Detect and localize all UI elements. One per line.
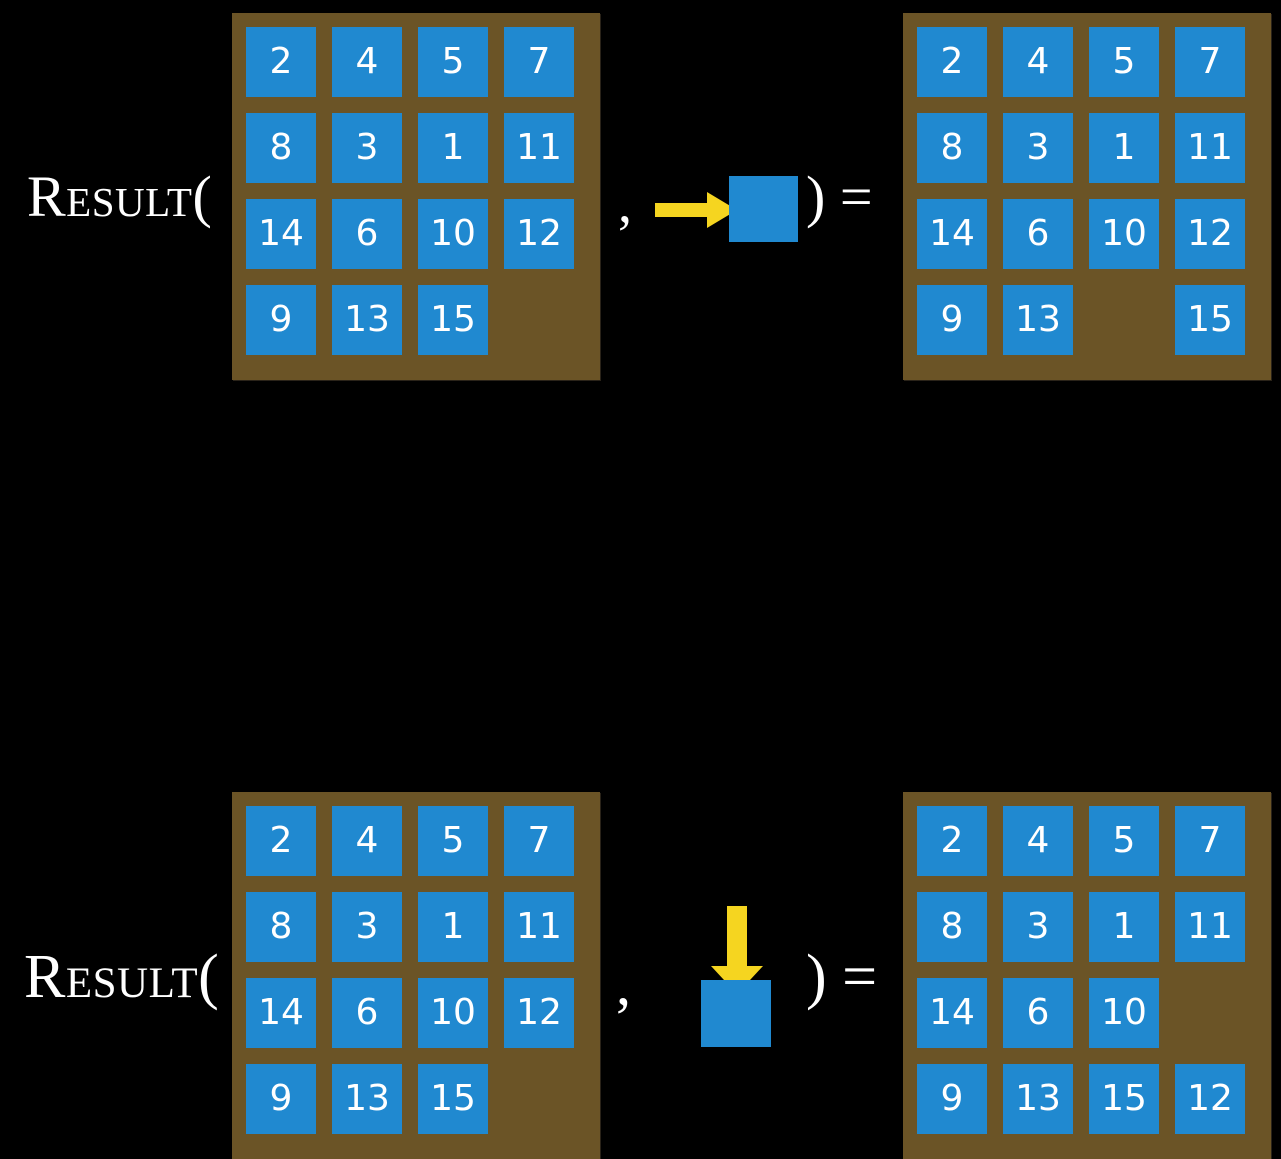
puzzle-tile: 10 bbox=[418, 978, 488, 1048]
result-function-label: Result( bbox=[24, 943, 220, 1011]
puzzle-tile: 10 bbox=[1089, 978, 1159, 1048]
puzzle-tile: 9 bbox=[917, 285, 987, 355]
arrow-right-icon bbox=[655, 192, 737, 228]
puzzle-tile: 12 bbox=[1175, 199, 1245, 269]
puzzle-tile: 9 bbox=[246, 285, 316, 355]
puzzle-tile: 1 bbox=[418, 113, 488, 183]
puzzle-tile: 8 bbox=[917, 892, 987, 962]
puzzle-tile: 7 bbox=[504, 27, 574, 97]
puzzle-tile: 1 bbox=[1089, 113, 1159, 183]
puzzle-tile: 8 bbox=[246, 113, 316, 183]
puzzle-tile: 4 bbox=[332, 27, 402, 97]
puzzle-tile: 14 bbox=[246, 199, 316, 269]
puzzle-tile: 2 bbox=[246, 27, 316, 97]
puzzle-tile: 15 bbox=[418, 285, 488, 355]
puzzle-tile: 5 bbox=[1089, 27, 1159, 97]
puzzle-tile: 4 bbox=[332, 806, 402, 876]
puzzle-tile: 13 bbox=[1003, 1064, 1073, 1134]
puzzle-tile: 12 bbox=[1175, 1064, 1245, 1134]
puzzle-tile: 2 bbox=[917, 806, 987, 876]
puzzle-tile: 1 bbox=[418, 892, 488, 962]
puzzle-tile: 13 bbox=[332, 1064, 402, 1134]
puzzle-tile: 14 bbox=[246, 978, 316, 1048]
argument-separator-comma: , bbox=[616, 951, 631, 1017]
puzzle-tile: 11 bbox=[504, 113, 574, 183]
puzzle-tile: 12 bbox=[504, 199, 574, 269]
puzzle-tile: 11 bbox=[504, 892, 574, 962]
puzzle-tile: 9 bbox=[917, 1064, 987, 1134]
puzzle-tile: 15 bbox=[418, 1064, 488, 1134]
puzzle-tile: 6 bbox=[332, 199, 402, 269]
close-paren-equals: ) = bbox=[806, 943, 878, 1011]
puzzle-tile: 8 bbox=[246, 892, 316, 962]
puzzle-tile: 10 bbox=[1089, 199, 1159, 269]
puzzle-tile: 11 bbox=[1175, 113, 1245, 183]
puzzle-tile: 9 bbox=[246, 1064, 316, 1134]
argument-separator-comma: , bbox=[618, 173, 632, 235]
puzzle-tile: 2 bbox=[246, 806, 316, 876]
puzzle-tile: 4 bbox=[1003, 27, 1073, 97]
puzzle-tile: 5 bbox=[418, 27, 488, 97]
puzzle-tile: 3 bbox=[332, 892, 402, 962]
puzzle-tile: 14 bbox=[917, 199, 987, 269]
puzzle-tile: 3 bbox=[1003, 113, 1073, 183]
puzzle-tile: 3 bbox=[1003, 892, 1073, 962]
puzzle-tile: 10 bbox=[418, 199, 488, 269]
puzzle-tile: 13 bbox=[1003, 285, 1073, 355]
close-paren-equals: ) = bbox=[806, 164, 873, 229]
puzzle-tile: 5 bbox=[1089, 806, 1159, 876]
puzzle-tile: 3 bbox=[332, 113, 402, 183]
puzzle-tile: 15 bbox=[1175, 285, 1245, 355]
puzzle-tile: 7 bbox=[504, 806, 574, 876]
puzzle-tile: 14 bbox=[917, 978, 987, 1048]
puzzle-tile: 4 bbox=[1003, 806, 1073, 876]
puzzle-tile: 5 bbox=[418, 806, 488, 876]
result-function-label: Result( bbox=[27, 164, 213, 229]
puzzle-tile: 7 bbox=[1175, 27, 1245, 97]
puzzle-tile: 2 bbox=[917, 27, 987, 97]
puzzle-tile: 13 bbox=[332, 285, 402, 355]
blank-tile-icon bbox=[729, 176, 798, 242]
puzzle-tile: 1 bbox=[1089, 892, 1159, 962]
puzzle-tile: 11 bbox=[1175, 892, 1245, 962]
puzzle-tile: 6 bbox=[1003, 199, 1073, 269]
blank-tile-icon bbox=[701, 980, 771, 1047]
puzzle-tile: 6 bbox=[332, 978, 402, 1048]
puzzle-tile: 7 bbox=[1175, 806, 1245, 876]
puzzle-tile: 12 bbox=[504, 978, 574, 1048]
puzzle-tile: 8 bbox=[917, 113, 987, 183]
puzzle-tile: 15 bbox=[1089, 1064, 1159, 1134]
puzzle-tile: 6 bbox=[1003, 978, 1073, 1048]
